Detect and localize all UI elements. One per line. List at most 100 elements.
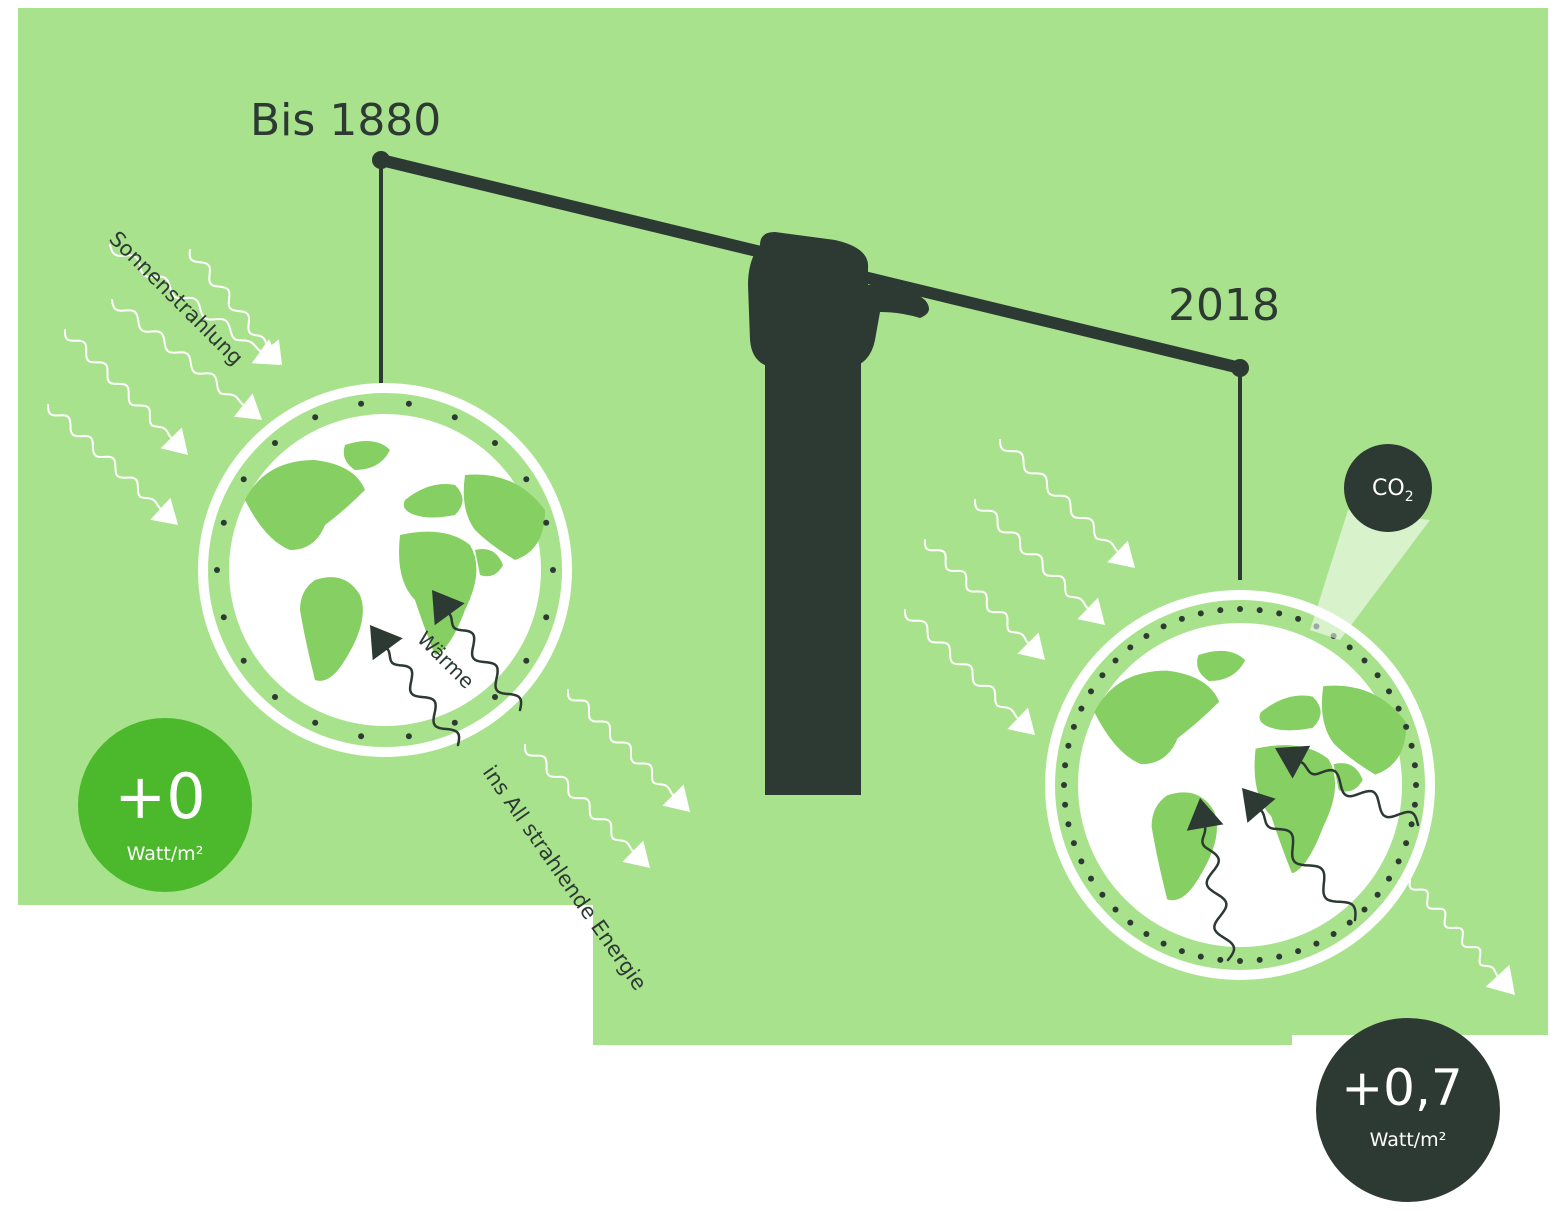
atmosphere-dot [240,476,247,483]
atmosphere-dot [1099,672,1106,679]
atmosphere-dot [1099,891,1106,898]
atmosphere-dot [1143,633,1150,639]
outgoing-energy-arrows-right [1408,879,1515,995]
arrowhead-icon [1107,540,1135,568]
atmosphere-dot [451,414,458,421]
atmosphere-dot [1217,956,1224,963]
atmosphere-dot [220,519,227,526]
atmosphere-dot [1395,858,1402,865]
continent-shape [463,474,545,560]
arrowhead-icon [1077,597,1105,625]
wavy-arrow-icon [1408,879,1499,977]
atmosphere-dot [1112,657,1119,664]
atmosphere-dot [1408,742,1415,749]
arrowhead-icon [150,497,178,525]
atmosphere-dot [1178,948,1185,955]
atmosphere-dot [1078,858,1085,865]
atmosphere-dot [1237,606,1243,612]
atmosphere-dot [1237,958,1243,964]
badge-after-unit: Watt/m² [1370,1129,1447,1151]
atmosphere-dot [1061,782,1067,788]
continent-shape [245,460,365,550]
atmosphere-dot [523,476,530,483]
atmosphere-dot [272,694,278,700]
atmosphere-dot [451,719,458,726]
continent-shape [300,577,363,681]
atmosphere-dot [1143,931,1150,937]
atmosphere-dot [405,733,412,740]
atmosphere-dot [1374,891,1381,898]
atmosphere-dot [1411,801,1418,808]
wavy-arrow-icon [1300,760,1420,827]
wavy-arrow-icon [1201,826,1236,962]
atmosphere-dot [1346,919,1353,926]
arrowhead-icon [1007,707,1035,735]
year-label-after: 2018 [1168,280,1280,331]
wavy-arrow-icon [47,404,162,510]
wavy-arrow-icon [904,609,1019,720]
atmosphere-dot [1374,672,1381,679]
arrowhead-icon [1186,798,1224,831]
atmosphere-dot [1065,821,1072,828]
atmosphere-dot [1070,723,1077,730]
atmosphere-dot [1386,875,1392,882]
atmosphere-dot [550,567,556,573]
atmosphere-dot [1112,906,1119,913]
sun-radiation-arrows-right [904,439,1135,735]
atmosphere-dot [1127,919,1134,926]
atmosphere-dot [1411,762,1418,769]
atmosphere-dot [358,400,365,407]
atmosphere-dot [1330,931,1337,937]
atmosphere-dot [1062,801,1069,808]
atmosphere-dot [1078,705,1085,712]
atmosphere-dot [1276,953,1283,960]
arrowhead-icon [1242,788,1276,823]
wavy-arrow-icon [923,539,1029,644]
wavy-arrow-icon [974,499,1089,610]
atmosphere-dot [1088,688,1094,695]
atmosphere-dot [1413,782,1419,788]
atmosphere-dot [492,694,498,700]
atmosphere-dot [312,719,319,726]
atmosphere-dot [1160,940,1167,947]
sun-radiation-arrows-left [47,244,282,525]
arrowhead-icon [234,393,262,420]
wavy-arrow-icon [64,329,173,439]
wavy-arrow-icon [386,647,461,747]
atmosphere-dot [1256,956,1263,963]
arrowhead-icon [1485,964,1515,995]
atmosphere-dot [1276,610,1283,617]
wavy-arrow-icon [109,244,262,353]
atmosphere-dot [1160,623,1167,630]
atmosphere-dot [220,614,227,621]
wavy-arrow-icon [448,612,523,712]
atmosphere-dot [1088,875,1094,882]
atmosphere-dot [214,567,220,573]
atmosphere-dot [543,519,550,526]
badge-after: +0,7 Watt/m² [1316,1018,1500,1202]
arrowhead-icon [160,427,188,455]
atmosphere-dot [405,400,412,407]
atmosphere-dot [1395,705,1402,712]
atmosphere-dot [1408,821,1415,828]
atmosphere-dot [312,414,319,421]
arrowhead-icon [432,590,465,626]
badge-after-value: +0,7 [1341,1059,1462,1117]
atmosphere-dot [1070,840,1077,847]
atmosphere-dot [1313,940,1320,947]
continent-shape [1254,745,1336,874]
atmosphere-dot [1295,615,1302,622]
wavy-arrow-icon [999,439,1119,553]
atmosphere-dot [1127,644,1134,651]
atmosphere-dot [1256,607,1263,614]
continent-shape [403,484,463,518]
atmosphere-dot [1403,840,1410,847]
outgoing-energy-arrows-left [524,689,690,868]
wavy-arrow-icon [1260,809,1357,922]
badge-before-unit: Watt/m² [127,843,204,865]
wavy-arrow-icon [188,249,270,349]
continent-shape [475,549,503,577]
continent-shape [343,441,390,470]
wavy-arrow-icon [111,299,245,406]
